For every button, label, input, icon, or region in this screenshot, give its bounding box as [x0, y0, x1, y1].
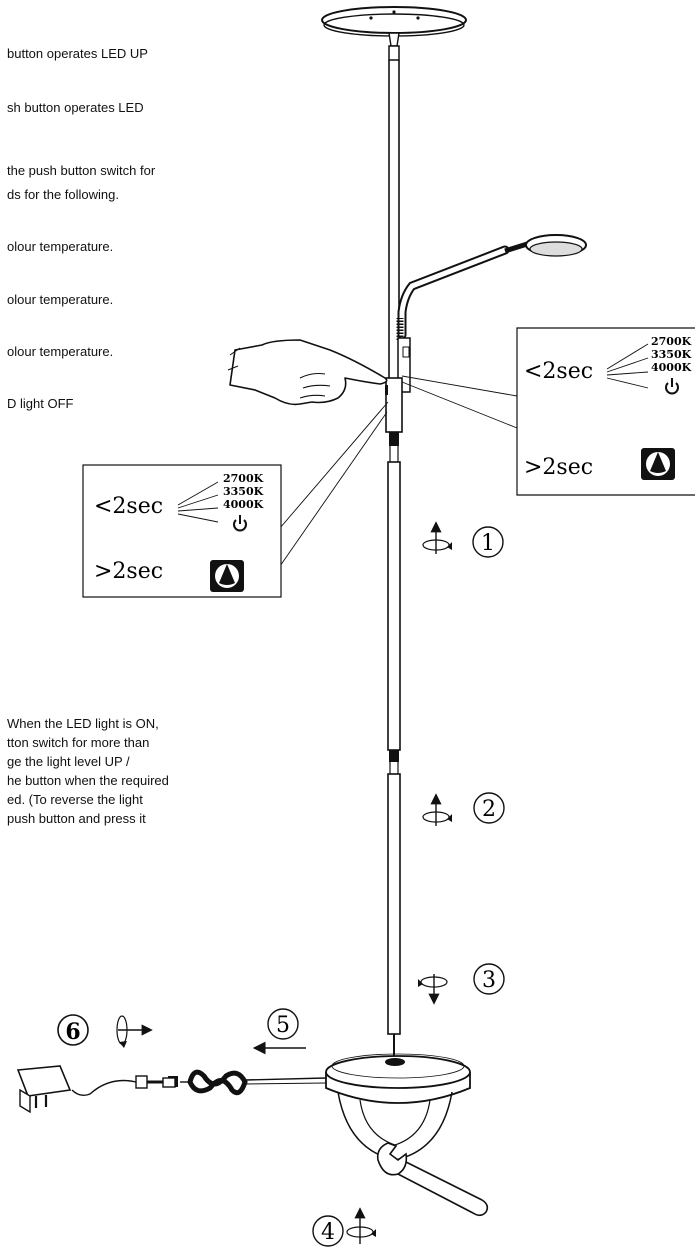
dimming-line: ge the light level UP / — [7, 754, 130, 769]
step-5: 5 — [252, 1008, 306, 1055]
dimming-line: tton switch for more than — [7, 735, 150, 750]
step-6: 6 — [57, 1014, 153, 1048]
step-1: 1 — [422, 521, 504, 558]
instruction-line: olour temperature. — [7, 344, 114, 359]
uplight-reflector — [321, 6, 467, 47]
dimming-line: push button and press it — [7, 811, 146, 826]
pointing-hand-icon — [227, 339, 388, 406]
short-press-label: <2sec — [94, 494, 163, 519]
dimming-line: he button when the required — [7, 773, 169, 788]
dimming-line: ed. (To reverse the light — [7, 792, 143, 807]
lamp-base — [325, 1053, 471, 1161]
dimmer-icon — [641, 448, 675, 480]
step-number: 4 — [321, 1220, 335, 1245]
pole-segment-2 — [387, 773, 401, 1056]
temp-label: 4000K — [223, 498, 264, 511]
dimmer-icon — [210, 560, 244, 592]
step-4: 4 — [312, 1207, 376, 1247]
pole-segment-1 — [387, 461, 401, 774]
temp-label: 4000K — [651, 361, 692, 374]
instruction-line: button operates LED UP — [7, 46, 148, 61]
step-number: 1 — [481, 531, 495, 556]
dimming-line: When the LED light is ON, — [7, 716, 159, 731]
long-press-label: >2sec — [94, 559, 163, 584]
panel-left: <2sec >2sec 2700K 3350K 4000K — [82, 464, 282, 598]
wrench-icon — [376, 1142, 489, 1217]
instruction-line: the push button switch for — [7, 163, 156, 178]
step-3: 3 — [418, 963, 505, 1005]
instruction-line: ds for the following. — [7, 187, 120, 202]
step-2: 2 — [422, 792, 505, 826]
switch-housing — [385, 377, 403, 462]
instruction-line: sh button operates LED — [7, 100, 144, 115]
temp-label: 2700K — [223, 472, 264, 485]
instruction-line: olour temperature. — [7, 292, 114, 307]
step-number: 5 — [276, 1013, 290, 1038]
step-number: 3 — [482, 968, 496, 993]
long-press-label: >2sec — [524, 455, 593, 480]
temp-label: 3350K — [651, 348, 692, 361]
temp-label: 2700K — [651, 335, 692, 348]
power-adapter-icon — [16, 1065, 176, 1114]
instruction-line: olour temperature. — [7, 239, 114, 254]
power-icon — [233, 515, 247, 532]
temp-label: 3350K — [223, 485, 264, 498]
power-cord — [168, 1069, 327, 1096]
step-number: 6 — [65, 1019, 80, 1045]
step-number: 2 — [482, 797, 496, 822]
panel-right: <2sec >2sec 2700K 3350K 4000K — [516, 327, 695, 496]
power-icon — [665, 378, 679, 395]
instruction-line: D light OFF — [7, 396, 74, 411]
reading-arm — [396, 234, 587, 393]
short-press-label: <2sec — [524, 359, 593, 384]
